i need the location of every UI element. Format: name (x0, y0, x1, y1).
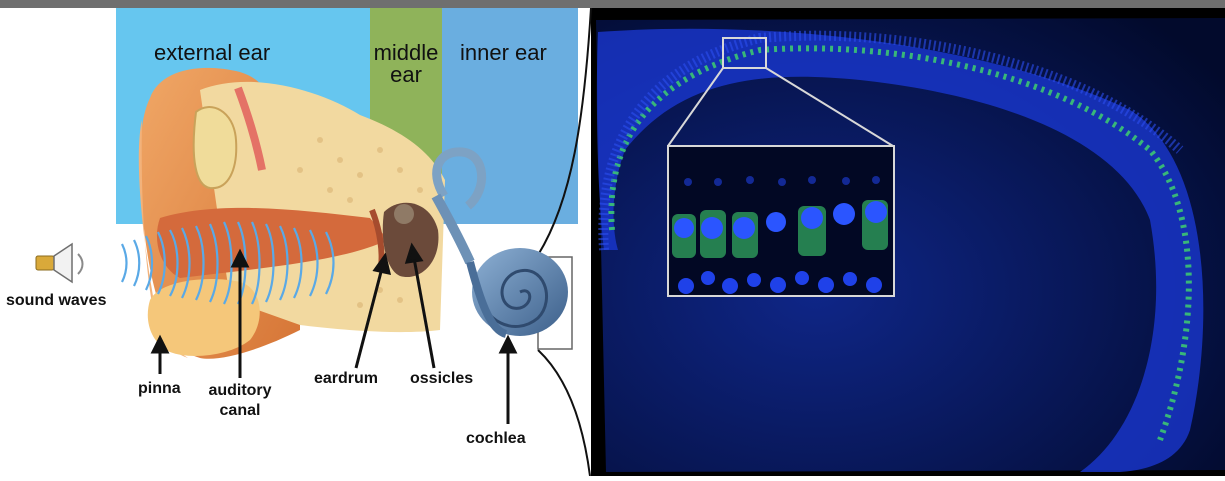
label-ossicles: ossicles (410, 370, 473, 388)
label-inner-ear: inner ear (460, 40, 547, 66)
top-border (0, 0, 1225, 8)
zoom-inset (668, 146, 894, 296)
label-auditory-2: canal (200, 402, 280, 420)
label-auditory-1: auditory (200, 382, 280, 400)
cochlea-shape (470, 248, 568, 336)
label-cochlea: cochlea (466, 430, 526, 448)
label-middle-ear-2: ear (371, 62, 441, 88)
label-eardrum: eardrum (314, 370, 378, 388)
label-sound-waves: sound waves (6, 292, 106, 310)
speaker-icon (36, 244, 83, 282)
label-pinna: pinna (138, 380, 181, 398)
micrograph-panel (591, 8, 1225, 476)
label-external-ear: external ear (154, 40, 270, 66)
